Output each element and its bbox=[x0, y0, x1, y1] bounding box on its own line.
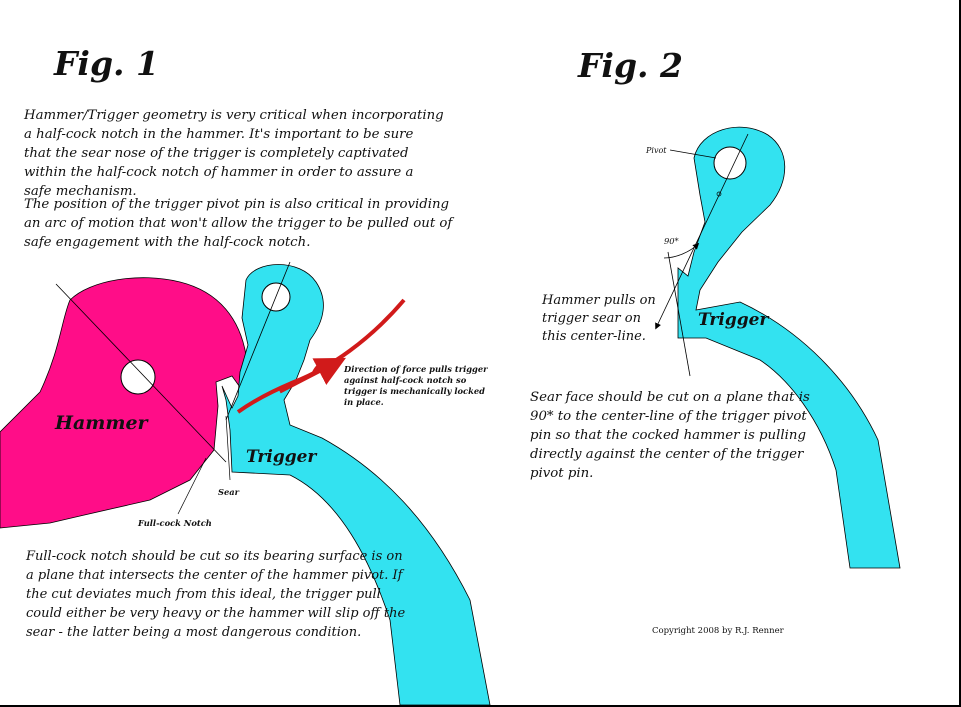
image-border-bottom bbox=[0, 705, 961, 707]
trigger-centerline bbox=[225, 261, 291, 421]
pivot-label: Pivot bbox=[646, 146, 667, 155]
copyright-notice: Copyright 2008 by R.J. Renner bbox=[652, 626, 784, 636]
sear-face-paragraph: Sear face should be cut on a plane that … bbox=[530, 390, 810, 481]
fullcock-leader-line bbox=[177, 457, 207, 515]
trigger-shape bbox=[221, 264, 491, 706]
trigger2-centerline bbox=[655, 133, 749, 330]
fig1-paragraph-2: The position of the trigger pivot pin is… bbox=[24, 197, 453, 250]
trigger2-pivot-hole bbox=[713, 146, 747, 180]
fig1-paragraph-3: Full-cock notch should be cut so its bea… bbox=[26, 549, 406, 640]
sear-label: Sear bbox=[218, 487, 240, 497]
trigger-label: Trigger bbox=[246, 447, 317, 467]
sear-leader-line bbox=[225, 415, 231, 481]
hammer-label: Hammer bbox=[55, 412, 148, 434]
fig2-title: Fig. 2 bbox=[578, 46, 683, 85]
centerline-dot bbox=[716, 191, 722, 197]
hammer-centerline bbox=[55, 283, 227, 463]
image-border-right bbox=[959, 0, 961, 707]
hammer-pivot-hole bbox=[120, 359, 156, 395]
force-arrow bbox=[236, 298, 406, 414]
fig1-paragraph-1: Hammer/Trigger geometry is very critical… bbox=[24, 108, 444, 199]
hammer-pull-label: Hammer pulls on trigger sear on this cen… bbox=[542, 293, 656, 344]
angle-label: 90* bbox=[664, 236, 679, 246]
fig1-title: Fig. 1 bbox=[54, 44, 159, 83]
trigger2-label: Trigger bbox=[698, 310, 769, 330]
force-direction-label: Direction of force pulls trigger against… bbox=[344, 364, 488, 407]
sear-face-line bbox=[667, 251, 691, 377]
trigger2-shape bbox=[677, 126, 901, 569]
pivot-leader-line bbox=[669, 149, 717, 159]
hammer-shape bbox=[0, 277, 249, 529]
fullcock-notch-label: Full-cock Notch bbox=[138, 518, 212, 528]
angle-arc bbox=[663, 242, 700, 259]
force-arrow-branch bbox=[279, 357, 346, 394]
